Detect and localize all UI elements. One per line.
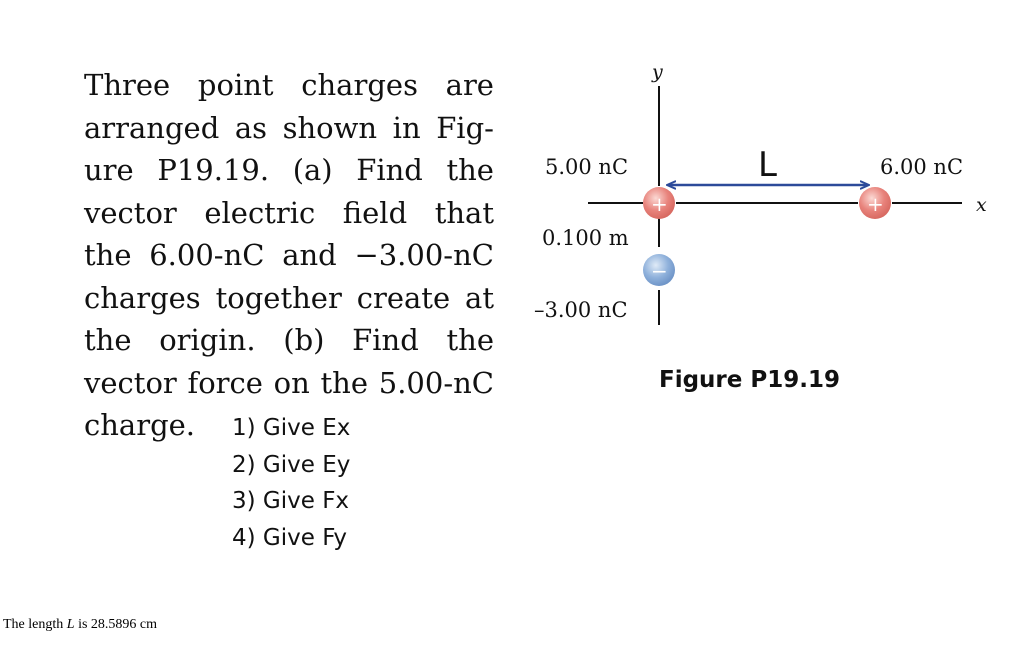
- problem-word: the: [84, 238, 132, 272]
- problem-word: ure: [84, 153, 134, 187]
- question-item: 2) Give Ey: [232, 451, 351, 478]
- problem-word: the: [84, 323, 132, 357]
- problem-word: and: [282, 238, 337, 272]
- problem-word: in: [392, 110, 421, 145]
- label-neg3nc: –3.00 nC: [534, 298, 628, 322]
- footer-note: The length L is 28.5896 cm: [3, 617, 157, 633]
- charge-below-sign: −: [651, 259, 668, 283]
- problem-word: force: [187, 365, 263, 400]
- problem-word: create: [356, 280, 451, 315]
- problem-word: Fig-: [436, 110, 494, 145]
- problem-word: are: [445, 68, 494, 102]
- problem-word: 6.00-nC: [149, 238, 265, 272]
- problem-word: −3.00-nC: [354, 238, 494, 272]
- problem-word: the: [446, 153, 494, 187]
- problem-line: vector electric field that: [84, 192, 494, 235]
- footer-variable: L: [66, 617, 75, 632]
- charge-below-negative: [643, 254, 675, 286]
- problem-word: charges: [84, 280, 201, 315]
- label-5nc: 5.00 nC: [545, 155, 628, 179]
- problem-word: vector: [84, 195, 177, 230]
- problem-word: that: [434, 195, 494, 230]
- problem-word: 5.00-nC: [378, 365, 494, 400]
- problem-word: on: [273, 365, 310, 400]
- problem-word: vector: [84, 365, 177, 400]
- charge-right-positive: [859, 187, 891, 219]
- question-item: 3) Give Fx: [232, 488, 350, 514]
- problem-word: Find: [352, 323, 419, 357]
- problem-line: Three point charges are: [84, 64, 494, 107]
- question-item: 4) Give Fy: [232, 524, 347, 551]
- length-label: L: [758, 145, 777, 185]
- y-axis-label: y: [651, 61, 663, 83]
- problem-word: shown: [282, 110, 378, 145]
- charge-origin-sign: +: [651, 192, 668, 216]
- problem-line: charges together create at: [84, 277, 494, 320]
- label-6nc: 6.00 nC: [880, 155, 963, 179]
- problem-word: the: [446, 323, 495, 357]
- problem-word: Find: [356, 153, 423, 187]
- problem-word: point: [197, 68, 274, 102]
- problem-word: as: [234, 110, 268, 145]
- problem-word: origin.: [159, 323, 256, 357]
- problem-word: arranged: [84, 110, 220, 145]
- problem-word: charge.: [84, 408, 196, 442]
- question-item: 1) Give Ex: [232, 415, 351, 441]
- problem-word: the: [320, 365, 369, 400]
- problem-word: electric: [204, 195, 316, 230]
- problem-word: P19.19.: [157, 153, 270, 187]
- problem-word: at: [465, 280, 494, 315]
- question-list: 1) Give Ex 2) Give Ey 3) Give Fx 4) Give Fy: [232, 410, 350, 556]
- problem-word: field: [342, 195, 408, 230]
- charge-right-sign: +: [867, 192, 884, 216]
- problem-word: (a): [292, 153, 333, 187]
- problem-line: the 6.00-nC and −3.00-nC: [84, 234, 494, 277]
- label-distance: 0.100 m: [542, 226, 629, 250]
- problem-word: charges: [301, 68, 418, 102]
- problem-word: Three: [84, 68, 171, 102]
- footer-suffix: is 28.5896 cm: [74, 617, 158, 632]
- x-axis-label: x: [976, 194, 987, 216]
- problem-word: together: [215, 280, 342, 315]
- charge-origin-positive: [643, 187, 675, 219]
- problem-word: (b): [283, 323, 325, 357]
- footer-prefix: The length: [3, 617, 67, 632]
- problem-line: charge.: [84, 404, 494, 447]
- figure-caption: Figure P19.19: [659, 367, 840, 393]
